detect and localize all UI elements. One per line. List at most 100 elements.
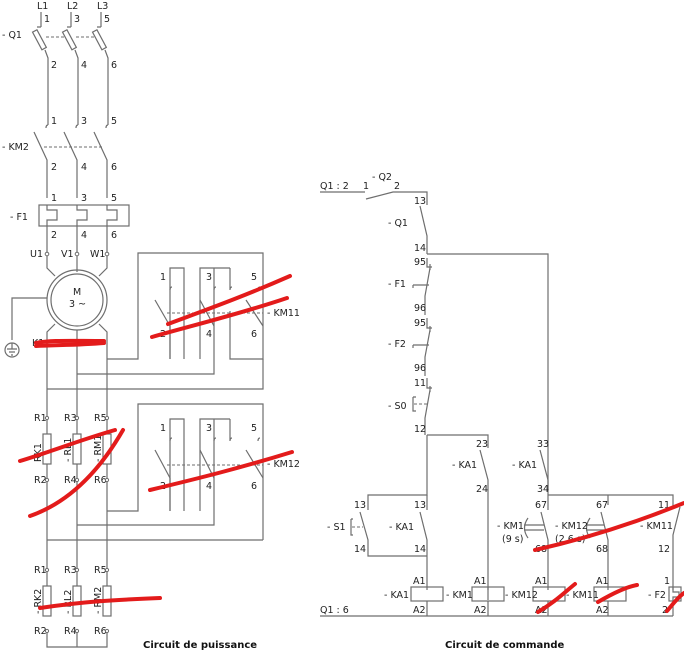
- f1-term: 4: [81, 230, 87, 241]
- red-stroke: [596, 583, 639, 604]
- r-term: R1: [34, 413, 47, 424]
- control-circuit: Q1 : 2 - Q2 1 2 13 - Q1 14 95 - F1 96 95…: [320, 172, 682, 650]
- ka1-13-label: - KA1: [389, 522, 414, 533]
- km12-label: - KM12: [267, 459, 300, 470]
- km11-nc-term: 11: [658, 500, 670, 511]
- f1-thermal-relay: [38, 204, 130, 252]
- s1-term: 13: [354, 500, 366, 511]
- ka1-33-label: - KA1: [512, 460, 537, 471]
- km1-timer-term: 67: [535, 500, 547, 511]
- s1-term: 14: [354, 544, 366, 555]
- resistor-label: - RM1: [93, 435, 104, 462]
- f2-nc-label: - F2: [388, 339, 406, 350]
- motor-term-u1: U1: [30, 249, 43, 260]
- red-annotations: [18, 274, 684, 614]
- red-stroke: [536, 582, 577, 614]
- km11-nc-term: 12: [658, 544, 670, 555]
- q1-term: 6: [111, 60, 117, 71]
- km11-term: 5: [251, 272, 257, 283]
- km2-term: 2: [51, 162, 57, 173]
- power-circuit: L1 L2 L3 1 3 5 - Q1 2 4 6 1 3 5 - KM2 2 …: [2, 1, 300, 650]
- coil-term: A1: [474, 576, 487, 587]
- coil-km1: A1 - KM1 A2: [446, 576, 505, 616]
- ka1-23-term: 23: [476, 439, 488, 450]
- resistor-label: RK1: [33, 443, 44, 462]
- f2-term: 2: [662, 605, 668, 616]
- q1-term: 3: [74, 14, 80, 25]
- r-term: R2: [34, 475, 47, 486]
- q1-aux-term: 13: [414, 196, 426, 207]
- q2-term: 2: [394, 181, 400, 192]
- r-term: R4: [64, 475, 77, 486]
- motor: M 3 ~: [46, 269, 108, 331]
- coil-term: A1: [413, 576, 426, 587]
- red-stroke: [166, 274, 292, 326]
- km12-timer-label: - KM12: [555, 521, 588, 532]
- q1-label: - Q1: [2, 30, 22, 41]
- r-term: R6: [94, 475, 107, 486]
- coil-label: - KM11: [566, 590, 599, 601]
- r-term: R2: [34, 626, 47, 637]
- km2-term: 4: [81, 162, 87, 173]
- coil-term: A2: [596, 605, 609, 616]
- supply-bottom-label: Q1 : 6: [320, 605, 349, 616]
- km1-timer-label: - KM1: [497, 521, 524, 532]
- s1-label: - S1: [327, 522, 346, 533]
- km2-contacts: [33, 131, 108, 198]
- ka1-23-term: 24: [476, 484, 488, 495]
- s0-term: 11: [414, 378, 426, 389]
- ka1-33-term: 34: [537, 484, 549, 495]
- resistor-bank-1: R1 R3 R5 RK1 - RL1 - RM1 R2 R4 R6: [33, 413, 112, 486]
- q1-term: 1: [44, 14, 50, 25]
- coil-label: - KM12: [505, 590, 538, 601]
- km2-term: 5: [111, 116, 117, 127]
- q1-term: 5: [104, 14, 110, 25]
- red-stroke: [28, 428, 125, 518]
- red-stroke: [533, 501, 684, 552]
- coil-term: A1: [596, 576, 609, 587]
- km11-term: 1: [160, 272, 166, 283]
- f2-thermal-element: 1 - F2 2: [648, 576, 682, 616]
- supply-top-label: Q1 : 2: [320, 181, 349, 192]
- km11-term: 3: [206, 272, 212, 283]
- r-term: R4: [64, 626, 77, 637]
- km2-term: 6: [111, 162, 117, 173]
- motor-symbol: M: [73, 287, 81, 298]
- f2-nc-term: 95: [414, 318, 426, 329]
- coil-km12: A1 - KM12 A2: [505, 576, 566, 616]
- q2-label: - Q2: [372, 172, 392, 183]
- resistor-label: - RL1: [63, 438, 74, 462]
- phase-l1-label: L1: [37, 1, 48, 12]
- f1-term: 3: [81, 193, 87, 204]
- km2-term: 3: [81, 116, 87, 127]
- f2-term: 1: [664, 576, 670, 587]
- f1-label: - F1: [10, 212, 28, 223]
- ka1-13-term: 14: [414, 544, 426, 555]
- km11-contactor: 1 3 5 2 4 6 - KM11: [154, 267, 300, 359]
- q1-aux-term: 14: [414, 243, 426, 254]
- coil-label: - KM1: [446, 590, 473, 601]
- f1-term: 6: [111, 230, 117, 241]
- red-scribble: [34, 338, 106, 345]
- coil-label: - KA1: [384, 590, 409, 601]
- km12-term: 1: [160, 423, 166, 434]
- km2-label: - KM2: [2, 142, 29, 153]
- km12-term: 3: [206, 423, 212, 434]
- q1-aux-label: - Q1: [388, 218, 408, 229]
- f1-term: 5: [111, 193, 117, 204]
- km12-term: 6: [251, 481, 257, 492]
- km11-term: 4: [206, 329, 212, 340]
- ground-icon: [4, 342, 20, 358]
- s0-term: 12: [414, 424, 426, 435]
- red-stroke: [148, 450, 294, 492]
- red-stroke: [38, 596, 162, 610]
- coil-term: A2: [474, 605, 487, 616]
- q2-contact: [365, 191, 428, 205]
- q1-fuse-switch: [31, 28, 109, 125]
- resistor-label: - RK2: [33, 589, 44, 614]
- ka1-13-term: 13: [414, 500, 426, 511]
- f1-nc-term: 95: [414, 257, 426, 268]
- r-term: R5: [94, 413, 107, 424]
- km12-term: 5: [251, 423, 257, 434]
- f1-nc-term: 96: [414, 303, 426, 314]
